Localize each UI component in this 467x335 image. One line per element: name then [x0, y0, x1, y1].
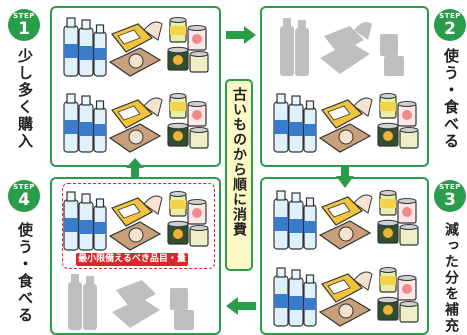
stock-supplies-icon-5	[273, 189, 419, 250]
minimum-stock-label: 最小限備えるべき品目・量	[76, 253, 188, 266]
arrow-right-icon	[226, 26, 256, 44]
step-4-badge: STEP 4	[8, 180, 40, 212]
center-text: 古いものから順に消費	[231, 87, 247, 237]
stock-supplies-icon-8	[68, 274, 194, 330]
stock-supplies-icon-4	[273, 92, 419, 153]
step-3-number: 3	[444, 190, 456, 210]
step-4-caption: 使う・食べる	[16, 222, 34, 324]
minimum-stock-outline	[62, 183, 215, 269]
stock-supplies-icon-2	[63, 92, 209, 153]
step-2-caption: 使う・食べる	[442, 48, 460, 150]
step-4-number: 4	[18, 190, 30, 210]
step-1-number: 1	[18, 19, 30, 39]
step-1-label: STEP	[13, 12, 35, 20]
step-3-badge: STEP 3	[434, 180, 466, 212]
step-1-badge: STEP 1	[8, 9, 40, 41]
step-3-label: STEP	[439, 183, 461, 191]
arrow-up-icon	[126, 158, 144, 178]
stock-supplies-icon-6	[273, 266, 419, 327]
arrow-down-icon	[336, 166, 354, 188]
step-3-caption: 減った分を補充	[443, 222, 459, 334]
step-2-number: 2	[444, 19, 456, 39]
stock-supplies-icon-3	[280, 18, 404, 76]
step-2-badge: STEP 2	[434, 9, 466, 41]
stock-supplies-icon	[63, 17, 209, 77]
center-text-box: 古いものから順に消費	[225, 79, 253, 271]
step-1-caption: 少し多く購入	[16, 48, 34, 150]
step-4-label: STEP	[13, 183, 35, 191]
step-2-label: STEP	[439, 12, 461, 20]
arrow-left-icon	[226, 297, 256, 315]
